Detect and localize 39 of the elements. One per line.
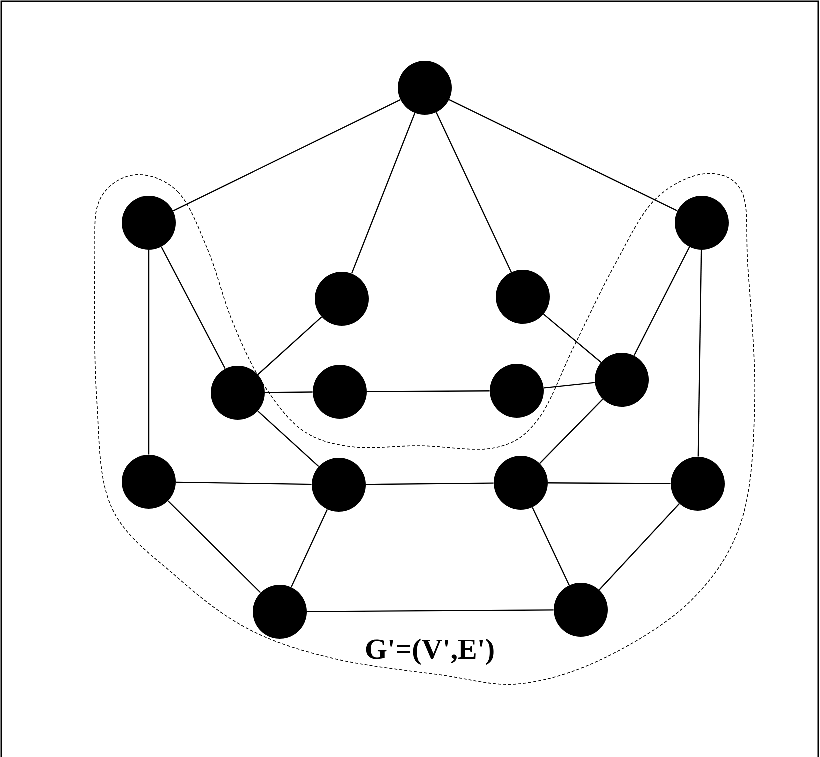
edge-line: [634, 246, 690, 356]
vertex-dot: [671, 457, 725, 511]
vertex-dot: [313, 365, 367, 419]
edge-line: [544, 382, 596, 389]
vertex-dot: [253, 585, 307, 639]
edge-line: [307, 610, 554, 612]
vertex-dot: [122, 196, 176, 250]
vertex-dot: [398, 61, 452, 115]
edge-line: [168, 500, 262, 594]
vertex-dot: [675, 196, 729, 250]
vertex-dot: [554, 583, 608, 637]
edge-line: [436, 112, 512, 273]
vertex-dot: [595, 353, 649, 407]
edge-line: [161, 246, 226, 370]
vertex-dot: [496, 270, 550, 324]
vertex-dot: [315, 272, 369, 326]
edge-line: [258, 410, 320, 468]
edge-line: [148, 250, 150, 455]
edge-line: [351, 113, 416, 274]
edge-line: [258, 316, 322, 376]
vertex-dot: [494, 456, 548, 510]
edge-line: [532, 507, 570, 586]
edge-line: [698, 250, 702, 457]
edge-line: [173, 99, 401, 212]
edge-line: [290, 509, 328, 588]
edge-line: [265, 392, 313, 394]
graph-label: G'=(V',E'): [366, 638, 494, 666]
edge-line: [366, 482, 494, 486]
edge-line: [548, 482, 671, 484]
vertex-dot: [312, 458, 366, 512]
vertex-dot: [122, 455, 176, 509]
edge-line: [599, 504, 680, 590]
edge-line: [367, 390, 490, 392]
vertex-dot: [490, 364, 544, 418]
edge-line: [543, 314, 602, 363]
vertex-dot: [211, 366, 265, 420]
edge-line: [540, 399, 604, 464]
edge-line: [176, 482, 312, 486]
edge-line: [449, 99, 678, 212]
